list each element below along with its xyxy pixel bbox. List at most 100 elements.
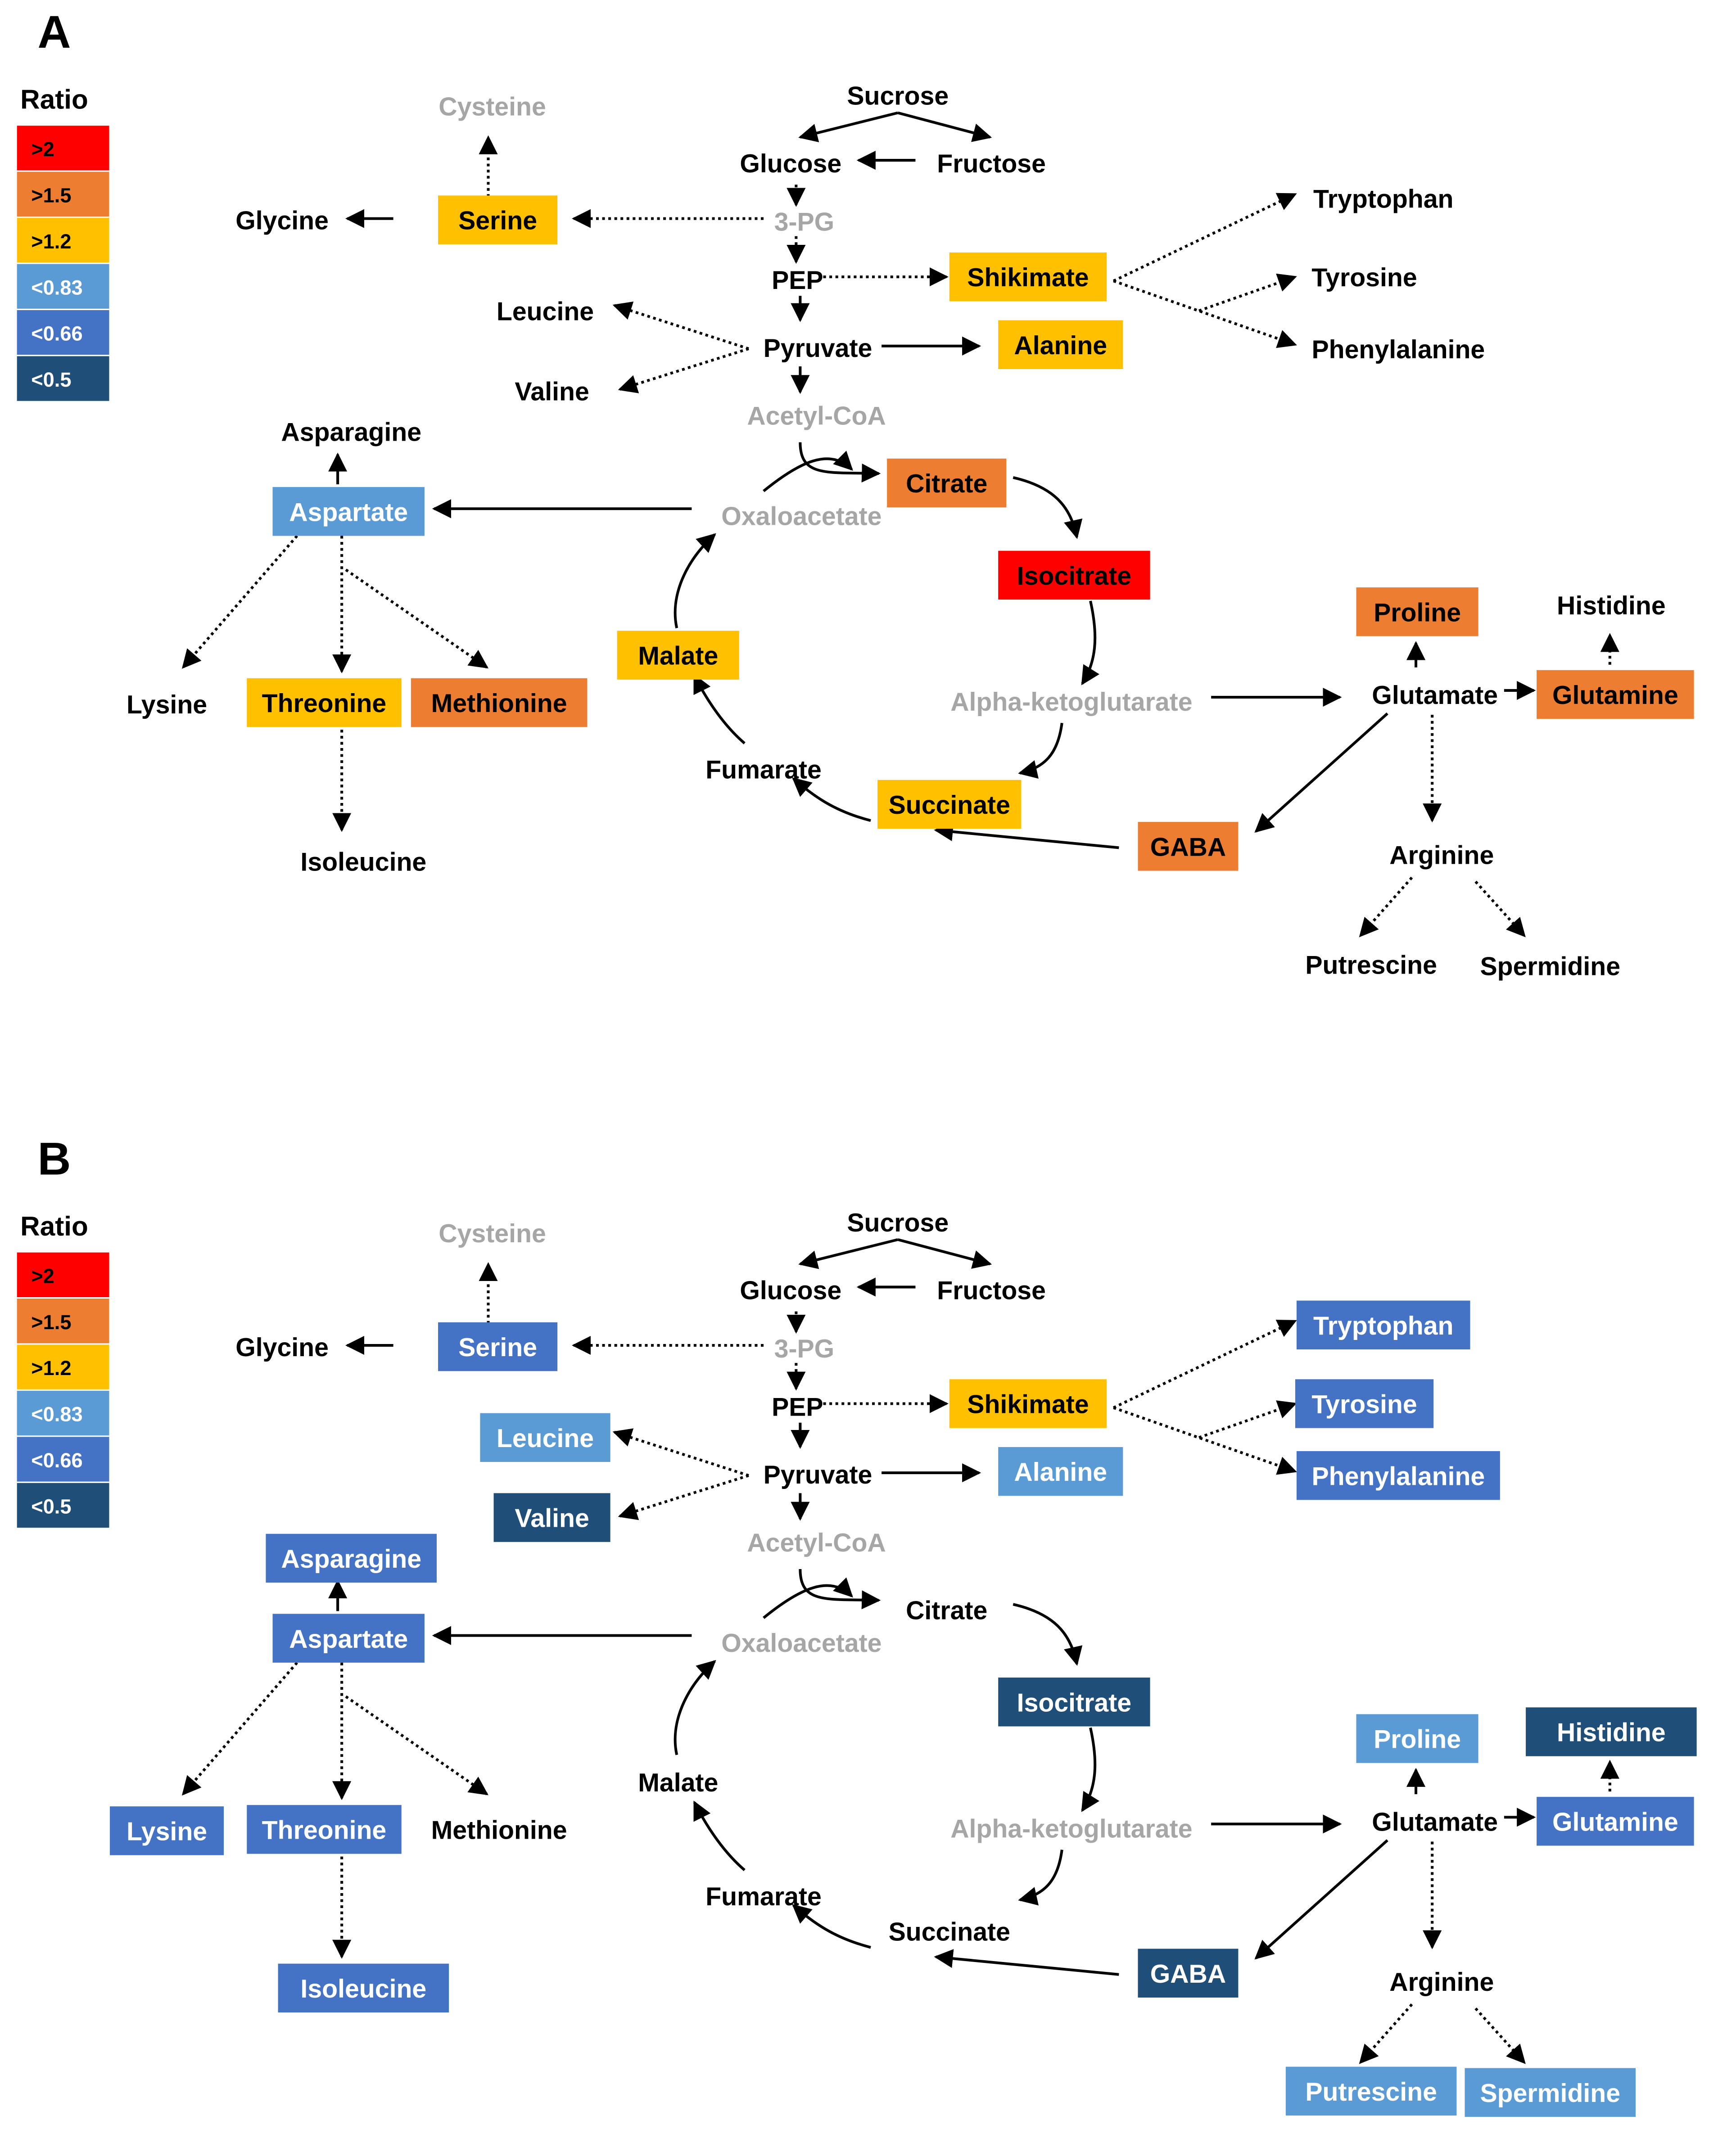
node-label-shikimate: Shikimate (967, 263, 1089, 292)
node-glutamate: Glutamate (1372, 681, 1498, 710)
node-label-threonine: Threonine (262, 1816, 387, 1845)
node-pep: PEP (772, 266, 823, 295)
tca-cycle-arrow (674, 533, 716, 629)
node-box-glutamine (1537, 1797, 1694, 1846)
node-acetylcoa: Acetyl-CoA (747, 1529, 886, 1557)
node-aspartate: Aspartate (272, 1614, 425, 1663)
node-leucine: Leucine (480, 1413, 610, 1462)
node-putrescine: Putrescine (1305, 951, 1437, 980)
node-label-glutamine: Glutamine (1552, 681, 1678, 710)
node-label-oxaloacetate: Oxaloacetate (721, 502, 882, 531)
tca-cycle-arrow (674, 1660, 716, 1755)
node-label-valine: Valine (515, 1504, 589, 1533)
node-label-pg3: 3-PG (774, 208, 835, 237)
legend-swatch-r12 (15, 1343, 111, 1391)
node-spermidine: Spermidine (1480, 952, 1620, 981)
node-box-proline (1356, 587, 1478, 636)
node-label-acetylcoa: Acetyl-CoA (747, 401, 886, 430)
node-alanine: Alanine (998, 320, 1123, 369)
node-akg: Alpha-ketoglutarate (950, 688, 1192, 717)
legend-label-r15: >1.5 (31, 184, 71, 207)
node-box-citrate (887, 458, 1007, 508)
node-oxaloacetate: Oxaloacetate (721, 502, 882, 531)
legend-label-r083: <0.83 (31, 276, 82, 299)
pathway-arrow (934, 1949, 1119, 1976)
node-label-histidine: Histidine (1557, 591, 1666, 620)
node-label-shikimate: Shikimate (967, 1390, 1089, 1419)
node-box-alanine (998, 320, 1123, 369)
node-pyruvate: Pyruvate (764, 334, 873, 363)
node-box-aspartate (272, 1614, 425, 1663)
node-label-methionine: Methionine (431, 689, 567, 718)
pathway-arrow (181, 535, 298, 669)
legend-label-r2: >2 (31, 1264, 54, 1287)
node-glycine: Glycine (235, 1333, 329, 1362)
node-box-aspartate (272, 487, 425, 536)
node-label-fumarate: Fumarate (705, 1882, 822, 1911)
node-label-sucrose: Sucrose (847, 82, 949, 111)
node-proline: Proline (1356, 1714, 1478, 1763)
node-proline: Proline (1356, 587, 1478, 636)
node-sucrose: Sucrose (847, 82, 949, 111)
node-label-fructose: Fructose (937, 1276, 1046, 1305)
node-box-shikimate (949, 1379, 1107, 1428)
node-lysine: Lysine (110, 1806, 224, 1855)
pathway-arrow (1112, 193, 1297, 282)
node-label-succinate: Succinate (889, 1917, 1010, 1946)
node-label-citrate: Citrate (906, 1596, 987, 1625)
node-glucose: Glucose (740, 1276, 841, 1305)
node-histidine: Histidine (1526, 1707, 1697, 1756)
tca-cycle-arrow (693, 674, 746, 744)
pathway-arrow (1359, 876, 1413, 938)
node-label-glucose: Glucose (740, 1276, 841, 1305)
node-box-methionine (411, 678, 588, 727)
node-label-tyrosine: Tyrosine (1311, 1390, 1417, 1419)
node-box-threonine (247, 678, 402, 727)
node-succinate: Succinate (889, 1917, 1010, 1946)
node-box-serine (438, 1322, 558, 1371)
node-label-phenylalanine: Phenylalanine (1311, 1462, 1485, 1491)
node-histidine: Histidine (1557, 591, 1666, 620)
node-leucine: Leucine (497, 298, 594, 326)
node-label-lysine: Lysine (127, 690, 207, 719)
node-label-pep: PEP (772, 266, 823, 295)
tca-cycle-arrow (792, 1904, 871, 1949)
node-tryptophan: Tryptophan (1313, 185, 1454, 213)
node-box-tyrosine (1295, 1379, 1434, 1428)
node-serine: Serine (438, 1322, 558, 1371)
node-box-serine (438, 195, 558, 244)
node-label-akg: Alpha-ketoglutarate (950, 1815, 1192, 1844)
node-pyruvate: Pyruvate (764, 1461, 873, 1489)
node-isocitrate: Isocitrate (998, 550, 1150, 600)
node-box-succinate (877, 780, 1022, 829)
ratio-legend: Ratio>2>1.5>1.2<0.83<0.66<0.5 (15, 84, 111, 402)
node-malate: Malate (638, 1768, 718, 1797)
node-label-spermidine: Spermidine (1480, 952, 1620, 981)
legend-label-r05: <0.5 (31, 1495, 71, 1518)
tca-cycle-arrow (1013, 476, 1083, 539)
node-label-proline: Proline (1374, 598, 1461, 627)
pathway-arrow (798, 1238, 899, 1269)
tca-cycle-arrow (792, 777, 871, 822)
node-tryptophan: Tryptophan (1296, 1300, 1470, 1350)
node-label-glutamate: Glutamate (1372, 1808, 1498, 1836)
pathway-arrow (1254, 712, 1388, 833)
node-arginine: Arginine (1389, 1968, 1494, 1997)
tca-cycle-arrow (1013, 1603, 1083, 1666)
node-box-spermidine (1465, 2068, 1636, 2117)
node-akg: Alpha-ketoglutarate (950, 1815, 1192, 1844)
node-label-serine: Serine (458, 207, 537, 235)
pathway-arrows (181, 1238, 1619, 2064)
node-putrescine: Putrescine (1285, 2066, 1457, 2116)
node-label-aspartate: Aspartate (289, 498, 408, 527)
node-label-acetylcoa: Acetyl-CoA (747, 1529, 886, 1557)
node-glutamate: Glutamate (1372, 1808, 1498, 1836)
panel-label: A (38, 6, 71, 58)
node-isoleucine: Isoleucine (278, 1963, 449, 2013)
node-label-glycine: Glycine (235, 1333, 329, 1362)
node-tyrosine: Tyrosine (1295, 1379, 1434, 1428)
node-box-alanine (998, 1447, 1123, 1496)
node-box-putrescine (1285, 2066, 1457, 2116)
node-label-cysteine: Cysteine (439, 1219, 546, 1248)
